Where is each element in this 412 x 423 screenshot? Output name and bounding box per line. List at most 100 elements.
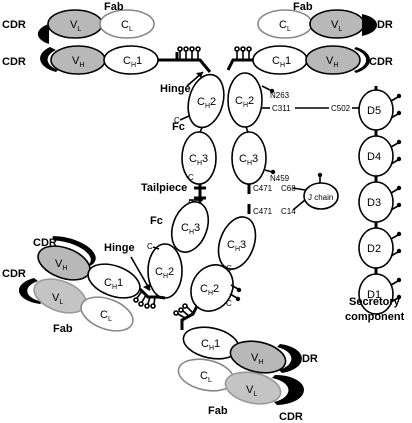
sc-glycan-dot <box>396 248 402 254</box>
ch2-domain <box>147 243 183 299</box>
ch2-domain <box>227 72 263 128</box>
svg-text:C: C <box>147 242 153 251</box>
sc-glycan-dot <box>396 231 402 237</box>
ch1-label: CH1 <box>104 277 123 291</box>
sc-domain-label: D4 <box>367 151 381 163</box>
hinge-label: Hinge <box>160 83 191 95</box>
fc-lower: CH3 CH3 CH2 CH2 Fc C C C <box>147 199 257 312</box>
sc-glycan-dot <box>396 202 402 208</box>
vl-label: VL <box>70 19 81 33</box>
sc-glycan <box>390 113 399 119</box>
ch3-domain <box>217 216 257 270</box>
vl-label: VL <box>52 292 63 306</box>
sc-glycan-dot <box>396 110 402 116</box>
vl-domain <box>224 371 282 405</box>
ch1-domain <box>87 263 141 299</box>
ch3-domain <box>170 201 210 253</box>
fab-top-right: CL VL CH1 VH Fab CDR CDR <box>252 1 393 75</box>
fab-label: Fab <box>208 405 228 417</box>
cl-label: CL <box>200 370 212 384</box>
cdr-label: CDR <box>279 411 303 423</box>
fab-label: Fab <box>293 1 313 13</box>
sc-glycan-dot <box>396 277 402 283</box>
site-n263: N263 <box>270 91 290 100</box>
ch1-label: CH1 <box>123 55 142 69</box>
cl-domain <box>99 9 155 39</box>
cdr-label: CDR <box>369 19 393 31</box>
lower-hinge: Hinge <box>104 242 199 330</box>
vl-label: VL <box>246 384 257 398</box>
sc-glycan <box>390 159 399 165</box>
fab-label: Fab <box>104 1 124 13</box>
site-c68: C68 <box>281 184 296 193</box>
fab-lower-left: VH CH1 VL CL CDR CDR Fab <box>2 236 141 335</box>
component-label: component <box>345 311 405 323</box>
ch2-label: CH2 <box>197 96 216 110</box>
vh-label: VH <box>72 55 84 69</box>
j-chain-shape <box>303 182 339 210</box>
ch2-label: CH2 <box>235 95 254 109</box>
ch3-label: CH3 <box>181 222 200 236</box>
site-c502: C502 <box>331 104 351 113</box>
ch2-domain <box>190 264 234 312</box>
ch2-label: CH2 <box>155 266 174 280</box>
sc-glycan <box>390 297 399 303</box>
sc-glycan <box>390 251 399 257</box>
site-n459: N459 <box>270 174 290 183</box>
cl-domain <box>80 296 134 332</box>
sc-glycan-dot <box>396 156 402 162</box>
sc-glycan <box>390 188 399 194</box>
secretory-label: Secretory <box>349 296 401 308</box>
ch3-label: CH3 <box>189 153 208 167</box>
ch1-label: CH1 <box>201 338 220 352</box>
sc-glycan <box>390 205 399 211</box>
svg-text:C: C <box>188 173 194 182</box>
site-c311: C311 <box>272 104 291 113</box>
cdr-label: CDR <box>369 56 393 68</box>
cl-label: CL <box>121 19 133 33</box>
o-glycans-top <box>177 46 252 60</box>
sc-glycan <box>390 142 399 148</box>
sc-glycan <box>390 96 399 102</box>
sc-domain-label: D3 <box>367 197 381 209</box>
sc-domain-label: D5 <box>367 105 381 117</box>
upper-hinge: Hinge <box>158 46 253 95</box>
j-chain: J chain <box>303 172 339 210</box>
ch1-domain <box>103 45 159 75</box>
o-glycans-bottom <box>133 290 194 319</box>
vl-label: VL <box>331 19 342 33</box>
fc-upper: CH2 CH2 CH3 CH3 Fc C N263 C311 C502 N459… <box>172 72 360 193</box>
sc-domain-label: D1 <box>367 289 381 301</box>
site-c471: C471 <box>253 184 273 193</box>
ch3-label: CH3 <box>227 239 246 253</box>
vh-domain <box>229 340 287 374</box>
site-c14: C14 <box>281 207 296 216</box>
tailpiece-label: Tailpiece <box>141 182 187 194</box>
ch3-domain <box>231 131 267 185</box>
ch2-label: CH2 <box>200 283 219 297</box>
cdr-label: CDR <box>2 19 26 31</box>
vh-domain <box>305 45 361 75</box>
sc-glycan-dot <box>396 185 402 191</box>
svg-text:C: C <box>226 264 232 273</box>
vh-label: VH <box>55 258 67 272</box>
cdr-label: CDR <box>2 268 26 280</box>
sc-glycan-dot <box>396 294 402 300</box>
cdr-label: CDR <box>294 353 318 365</box>
cl-label: CL <box>100 309 112 323</box>
fc-label: Fc <box>172 121 185 133</box>
ch2-domain <box>187 73 225 129</box>
j-chain-label: J chain <box>308 193 333 202</box>
fab-lower-right: CH1 VH CL VL CDR CDR Fab <box>177 326 318 423</box>
sc-glycan <box>390 280 399 286</box>
sc-domain-d1 <box>358 273 394 315</box>
ch3-label: CH3 <box>239 153 258 167</box>
fab-top-left: VL CL VH CH1 Fab CDR CDR <box>2 1 159 75</box>
ch1-domain <box>252 45 308 75</box>
cys-label: C <box>174 116 180 125</box>
svg-text:C: C <box>226 299 232 308</box>
